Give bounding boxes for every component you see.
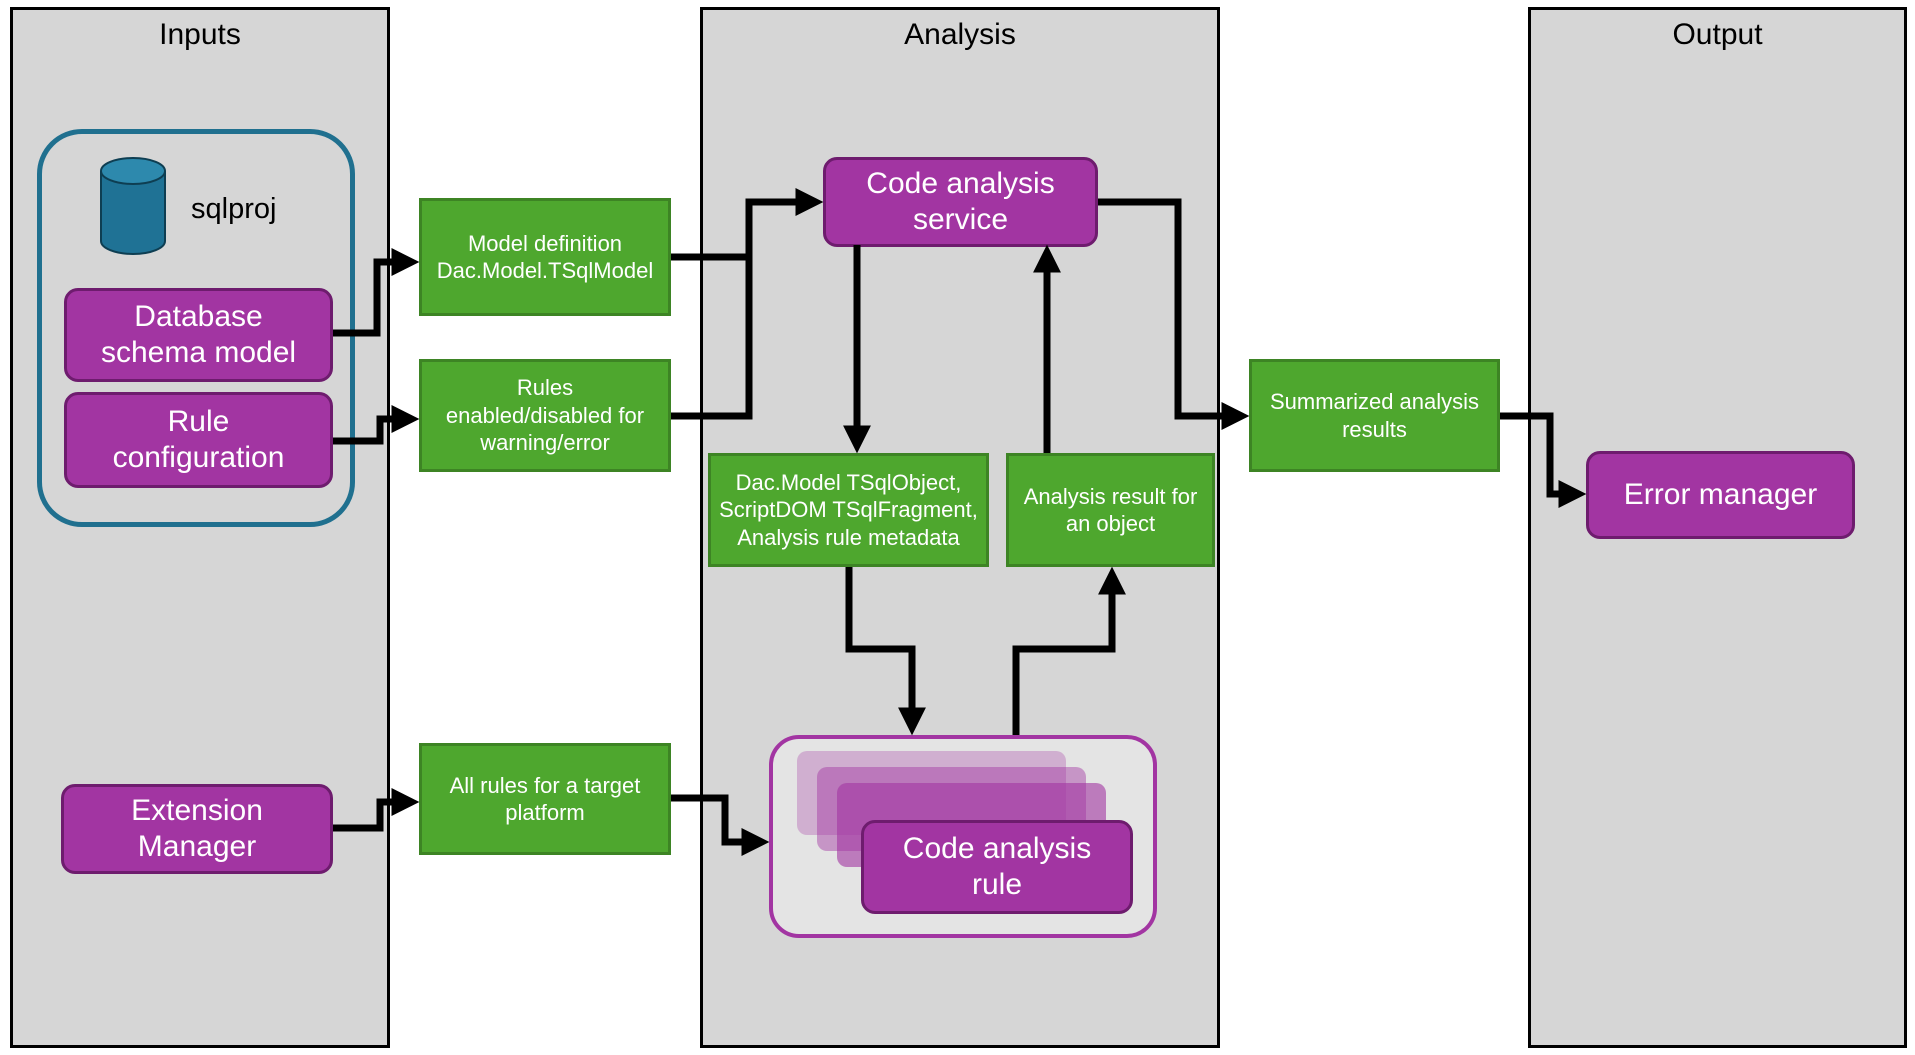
sqlproj-label: sqlproj [191,193,277,225]
output-panel-title: Output [1672,18,1763,51]
code-analysis-service-node: Code analysis service [823,157,1098,247]
analysis-panel: Analysis Code analysis service Dac.Model… [700,7,1220,1048]
tsql-object-flow: Dac.Model TSqlObject, ScriptDOM TSqlFrag… [708,453,989,567]
rules-enabled-flow: Rules enabled/disabled for warning/error [419,359,671,472]
code-analysis-rule-group: Code analysis rule [769,735,1157,938]
analysis-panel-title: Analysis [904,18,1016,51]
code-analysis-rule-node: Code analysis rule [861,820,1133,914]
all-rules-flow: All rules for a target platform [419,743,671,855]
cylinder-top [100,157,166,185]
summarized-results-flow: Summarized analysis results [1249,359,1500,472]
output-panel: Output Error manager [1528,7,1907,1048]
database-schema-model-node: Database schema model [64,288,333,382]
cylinder-body [100,171,166,255]
model-definition-flow: Model definition Dac.Model.TSqlModel [419,198,671,316]
inputs-panel: Inputs sqlproj Database schema model Rul… [10,7,390,1048]
rule-configuration-node: Rule configuration [64,392,333,488]
database-cylinder-icon [100,157,166,255]
inputs-panel-title: Inputs [159,18,241,51]
analysis-result-flow: Analysis result for an object [1006,453,1215,567]
extension-manager-node: Extension Manager [61,784,333,874]
error-manager-node: Error manager [1586,451,1855,539]
